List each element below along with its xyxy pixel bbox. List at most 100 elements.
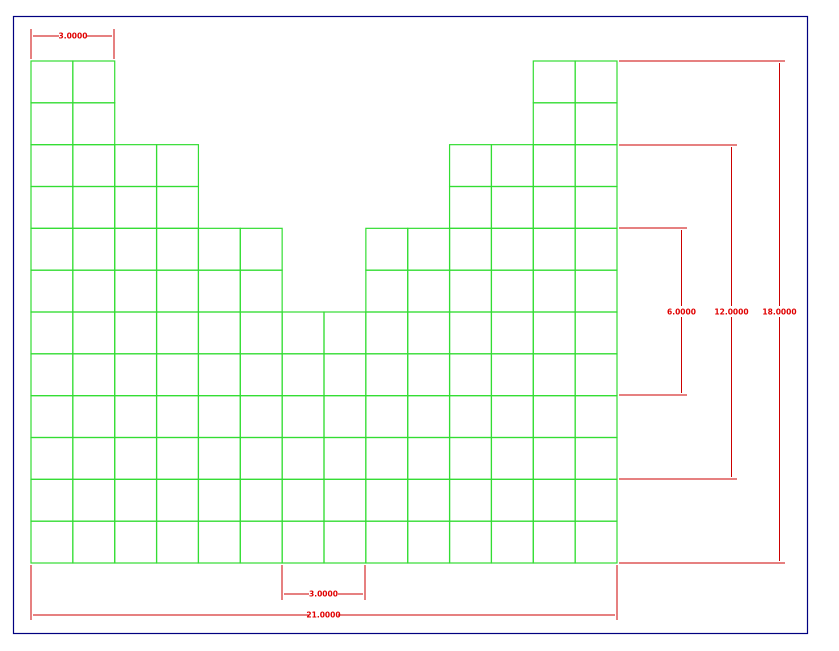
grid-cell	[30, 185, 74, 229]
grid-cell	[239, 227, 283, 271]
grid-cell	[574, 353, 618, 397]
grid-cell	[197, 395, 241, 439]
grid-cell	[239, 269, 283, 313]
grid-cell	[532, 395, 576, 439]
grid-cell	[114, 520, 158, 564]
grid-cell	[490, 311, 534, 355]
grid-cell	[323, 311, 367, 355]
grid-cell	[239, 395, 283, 439]
dimension-label-top-width: 3.0000	[59, 32, 88, 41]
grid-cell	[574, 227, 618, 271]
grid-cell	[281, 478, 325, 522]
grid-cell	[574, 478, 618, 522]
grid-cell	[532, 227, 576, 271]
dimension-bottom-notch	[281, 565, 366, 600]
grid-cell	[407, 395, 451, 439]
grid-cell	[490, 520, 534, 564]
grid-cell	[448, 436, 493, 480]
grid-cell	[30, 520, 74, 564]
grid-cell	[448, 395, 493, 439]
grid-cell	[490, 227, 534, 271]
grid-cell	[574, 60, 618, 104]
dimension-height-outer	[619, 60, 785, 564]
grid-cell	[407, 227, 451, 271]
grid-cell	[72, 478, 116, 522]
grid-cell	[197, 353, 241, 397]
grid-cell	[72, 269, 116, 313]
grid-cell	[490, 353, 534, 397]
grid-cell	[448, 478, 493, 522]
grid-cell	[532, 102, 576, 146]
grid-cell	[155, 269, 200, 313]
grid-cell	[155, 395, 200, 439]
grid-cell	[30, 102, 74, 146]
grid-cell	[490, 144, 534, 188]
grid-cell	[281, 395, 325, 439]
grid-cell	[532, 311, 576, 355]
grid-cell	[574, 269, 618, 313]
grid-cell	[532, 436, 576, 480]
grid-cell	[72, 102, 116, 146]
grid-cell	[574, 144, 618, 188]
grid-cell	[30, 144, 74, 188]
grid-cell	[323, 353, 367, 397]
grid-cell	[281, 311, 325, 355]
grid-cell	[72, 353, 116, 397]
grid-cell	[490, 478, 534, 522]
grid-cell	[239, 353, 283, 397]
dimension-top-width	[30, 29, 115, 59]
grid-cell	[72, 227, 116, 271]
grid-cell	[532, 185, 576, 229]
grid-cell	[281, 353, 325, 397]
grid-cell	[448, 520, 493, 564]
grid-cell	[365, 311, 409, 355]
dimension-label-height-mid: 12.0000	[714, 308, 748, 317]
grid-cell	[239, 311, 283, 355]
grid-cell	[448, 227, 493, 271]
grid-cell	[574, 436, 618, 480]
grid-cell	[155, 353, 200, 397]
grid-cell	[114, 269, 158, 313]
grid-cell	[407, 478, 451, 522]
grid-cell	[30, 227, 74, 271]
grid-cell	[114, 395, 158, 439]
grid-cell	[448, 311, 493, 355]
grid-cell	[490, 269, 534, 313]
grid-cell	[365, 227, 409, 271]
grid-cell	[365, 353, 409, 397]
grid-cell	[197, 269, 241, 313]
grid-cell	[448, 185, 493, 229]
grid-cell	[72, 520, 116, 564]
grid-cell	[407, 436, 451, 480]
grid-cell	[155, 478, 200, 522]
grid-cell	[574, 311, 618, 355]
grid-cell	[197, 227, 241, 271]
grid-cell	[72, 60, 116, 104]
grid-cell	[72, 185, 116, 229]
grid-cell	[30, 436, 74, 480]
grid-cell	[574, 185, 618, 229]
grid-cell	[30, 311, 74, 355]
grid-cell	[114, 185, 158, 229]
grid-cell	[532, 60, 576, 104]
grid-cell	[197, 436, 241, 480]
grid-cell	[155, 436, 200, 480]
grid-cell	[155, 185, 200, 229]
grid-cell	[114, 227, 158, 271]
grid-cell	[155, 311, 200, 355]
grid-cell	[365, 269, 409, 313]
grid-cell	[490, 436, 534, 480]
grid-cell	[114, 436, 158, 480]
grid-cell	[281, 436, 325, 480]
grid-cell	[365, 520, 409, 564]
grid-cell	[72, 311, 116, 355]
grid-cell	[30, 353, 74, 397]
grid-cell	[532, 144, 576, 188]
stepped-grid	[30, 60, 618, 564]
grid-cell	[72, 144, 116, 188]
grid-cell	[323, 395, 367, 439]
grid-cell	[323, 436, 367, 480]
grid-cell	[281, 520, 325, 564]
grid-cell	[448, 353, 493, 397]
